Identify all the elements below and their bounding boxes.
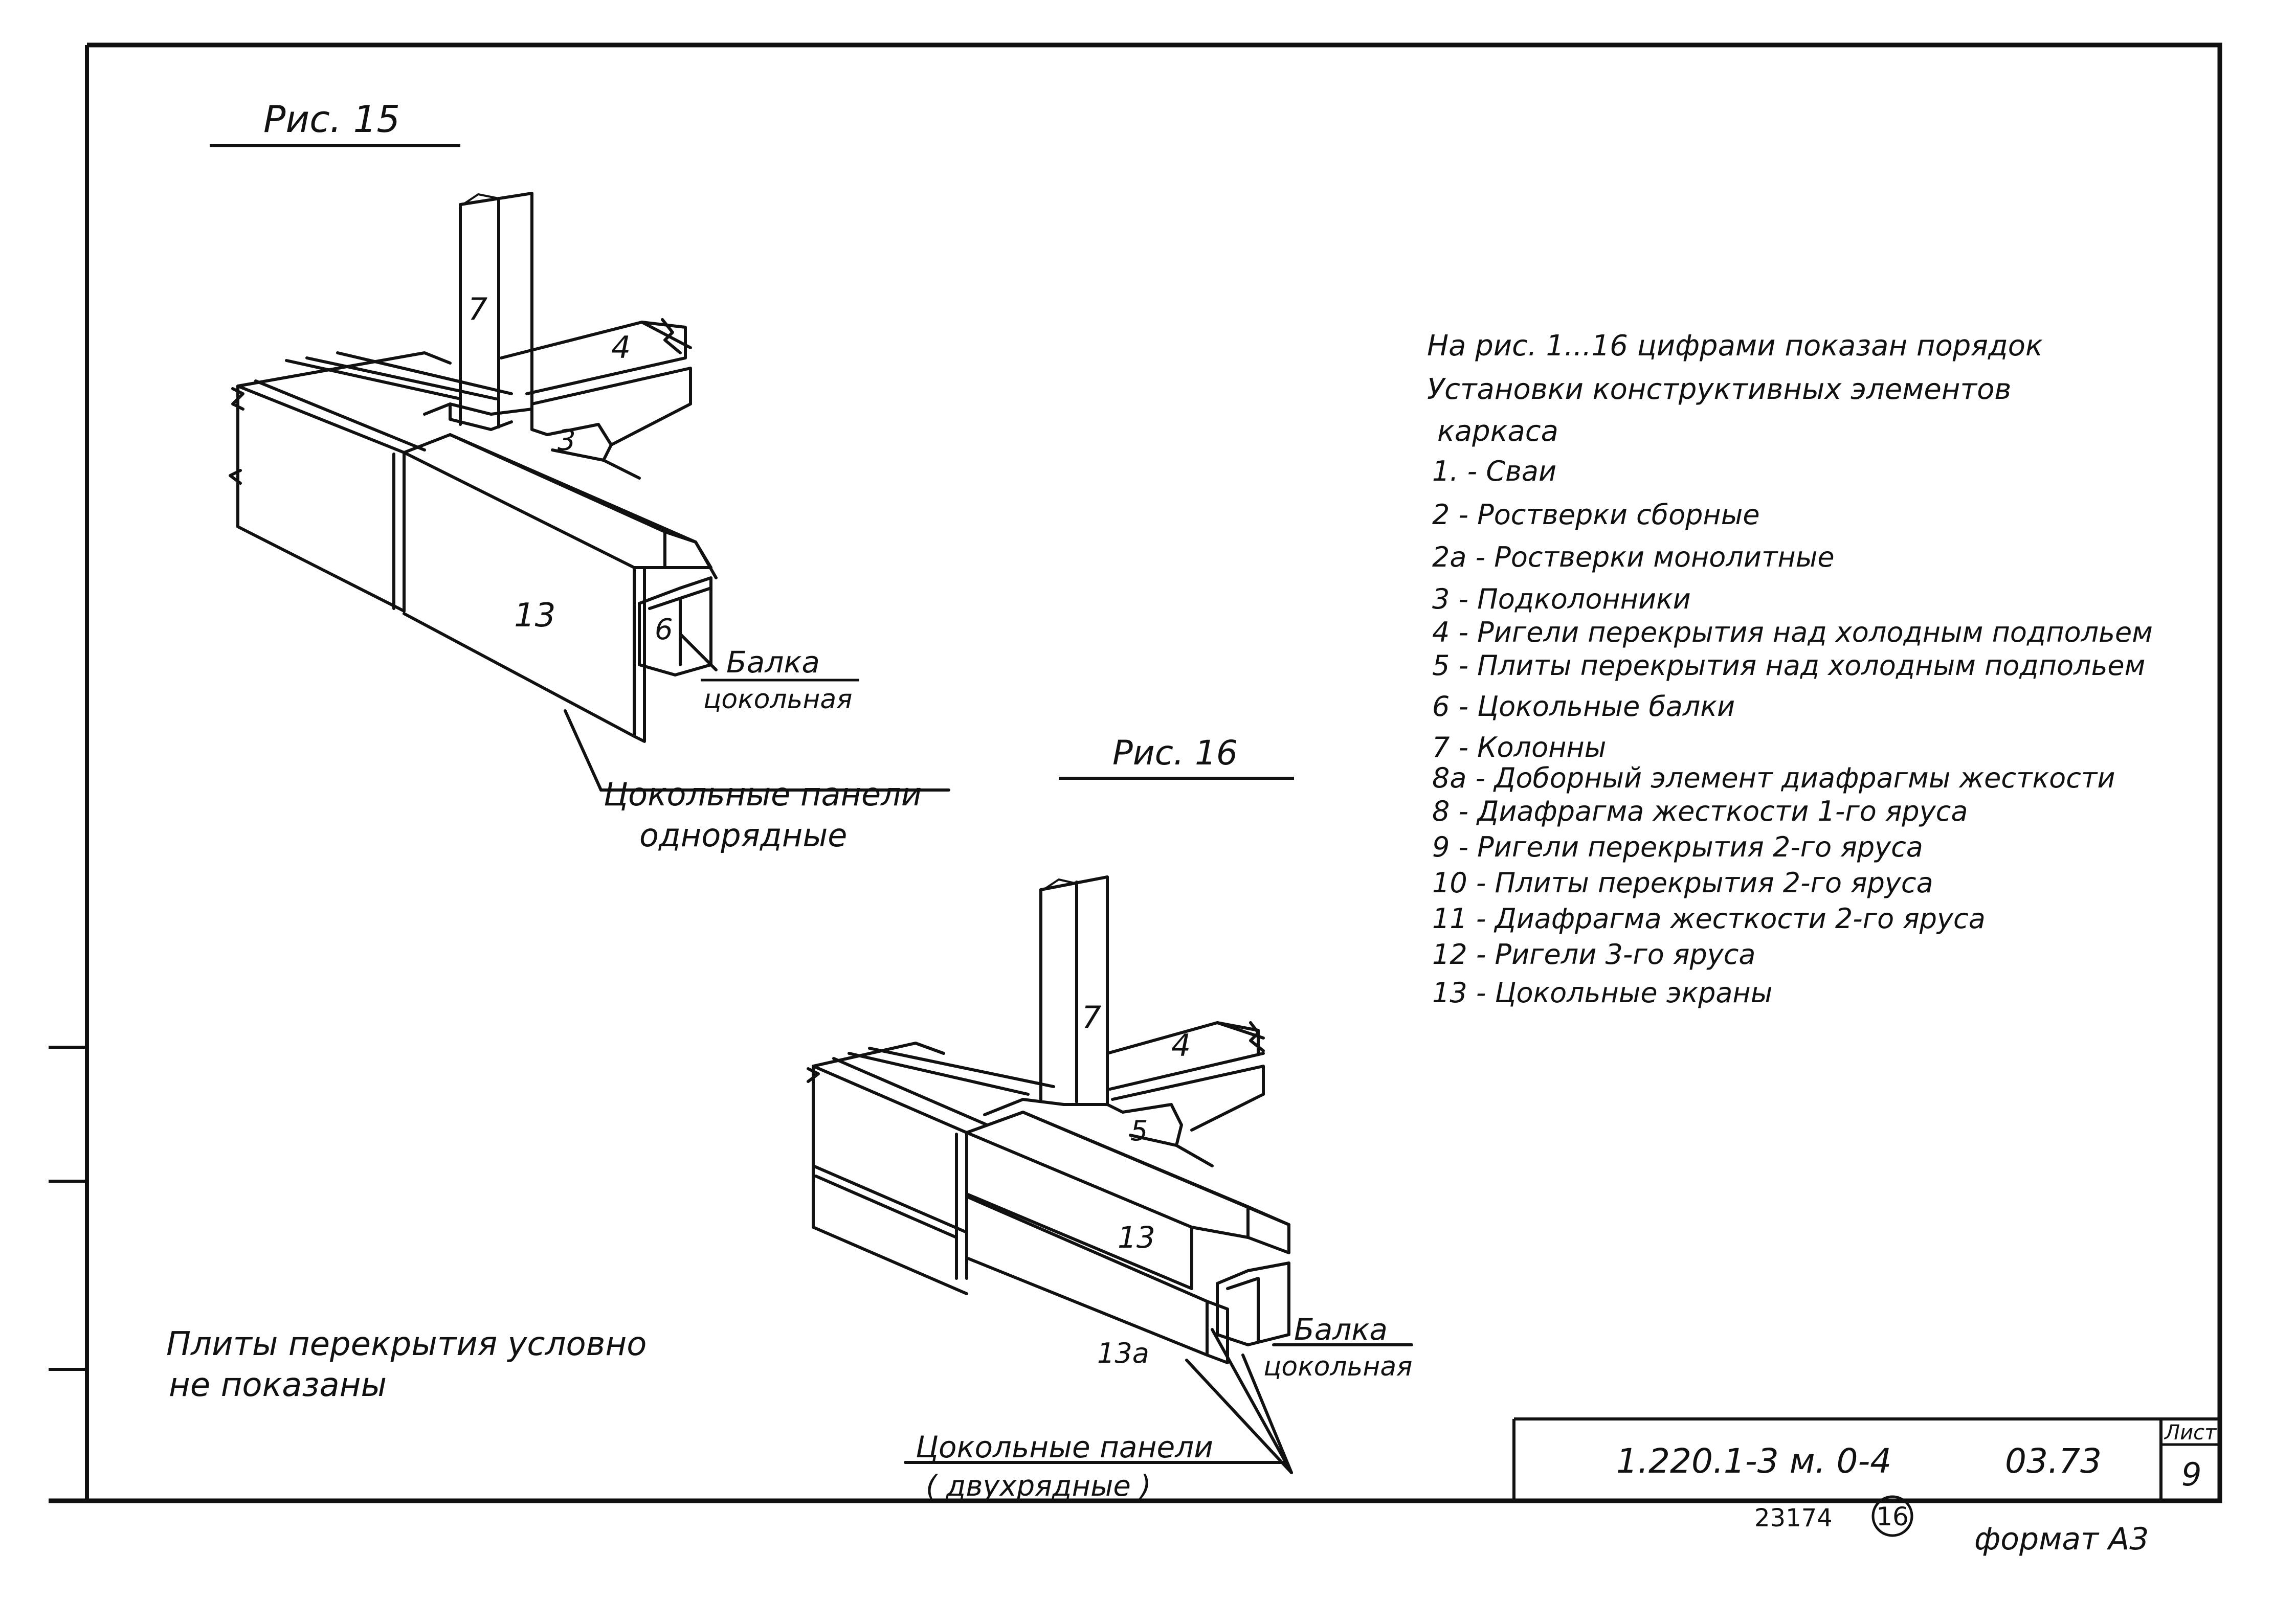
fig16-label-column: 7	[1082, 1000, 1101, 1035]
fig16-panels-caption-2: ( двухрядные )	[926, 1470, 1151, 1503]
fig16-beam-caption-1: Балка	[1294, 1312, 1388, 1347]
legend-item: 8а - Доборный элемент диафрагмы жесткост…	[1432, 762, 2115, 794]
fig15-label-column: 7	[468, 291, 487, 327]
fig16-drawing	[807, 875, 1413, 1474]
sheet-frame	[49, 42, 2222, 1503]
fig16-panels-caption-1: Цокольные панели	[916, 1430, 1213, 1464]
legend-item: 8 - Диафрагма жесткости 1-го яруса	[1432, 795, 1968, 827]
legend-item: 4 - Ригели перекрытия над холодным подпо…	[1432, 616, 2153, 648]
document-code: 1.220.1-3 м. 0-4	[1616, 1441, 1891, 1481]
legend-item: 11 - Диафрагма жесткости 2-го яруса	[1432, 903, 1986, 935]
legend-item: 7 - Колонны	[1432, 731, 1606, 763]
legend-intro-line: каркаса	[1437, 415, 1558, 448]
fig15-beam-caption-1: Балка	[726, 645, 820, 680]
legend-item: 9 - Ригели перекрытия 2-го яруса	[1432, 831, 1923, 863]
fig16-label-panel-lower: 13а	[1097, 1337, 1149, 1369]
legend-item: 13 - Цокольные экраны	[1432, 977, 1772, 1009]
fig15-drawing	[229, 192, 950, 792]
fig15-panels-caption-2: однорядные	[639, 817, 847, 854]
title-block	[1512, 1417, 2220, 1501]
circled-number-ring	[1871, 1495, 1913, 1537]
sheet-label: Лист	[2164, 1421, 2217, 1445]
legend-item: 12 - Ригели 3-го яруса	[1432, 938, 1755, 971]
paper-format: формат А3	[1974, 1521, 2149, 1557]
legend-item: 3 - Подколонники	[1432, 583, 1691, 615]
fig16-title: Рис. 16	[1112, 733, 1238, 773]
legend-item: 2а - Ростверки монолитные	[1432, 541, 1835, 573]
legend-item: 6 - Цокольные балки	[1432, 690, 1735, 723]
fig16-label-subcolumn: 5	[1130, 1115, 1148, 1147]
inventory-number: 23174	[1754, 1504, 1833, 1532]
note-line-1: Плиты перекрытия условно	[166, 1325, 647, 1363]
legend-item: 5 - Плиты перекрытия над холодным подпол…	[1432, 649, 2145, 682]
legend-item: 10 - Плиты перекрытия 2-го яруса	[1432, 867, 1933, 899]
legend-item: 2 - Ростверки сборные	[1432, 499, 1760, 531]
legend-intro-line: Установки конструктивных элементов	[1427, 373, 2011, 406]
sheet-number: 9	[2181, 1456, 2201, 1493]
note-line-2: не показаны	[169, 1366, 387, 1404]
fig15-label-panel: 13	[514, 597, 555, 635]
fig15-title: Рис. 15	[263, 98, 400, 141]
issue-date: 03.73	[2005, 1441, 2102, 1481]
circled-number: 16	[1876, 1502, 1909, 1531]
fig15-label-beam: 6	[655, 613, 673, 646]
legend: На рис. 1...16 цифрами показан порядок У…	[1427, 329, 2153, 1009]
fig16-label-panel: 13	[1118, 1220, 1155, 1255]
fig15-label-subcolumn: 3	[558, 424, 576, 457]
fig15-beam-caption-2: цокольная	[703, 684, 852, 715]
legend-intro-line: На рис. 1...16 цифрами показан порядок	[1427, 329, 2043, 363]
fig15-label-girder: 4	[611, 330, 631, 366]
fig16-beam-caption-2: цокольная	[1263, 1351, 1412, 1382]
fig15-panels-caption-1: Цокольные панели	[604, 776, 922, 813]
fig16-label-girder: 4	[1171, 1028, 1191, 1064]
legend-item: 1. - Сваи	[1432, 455, 1556, 487]
